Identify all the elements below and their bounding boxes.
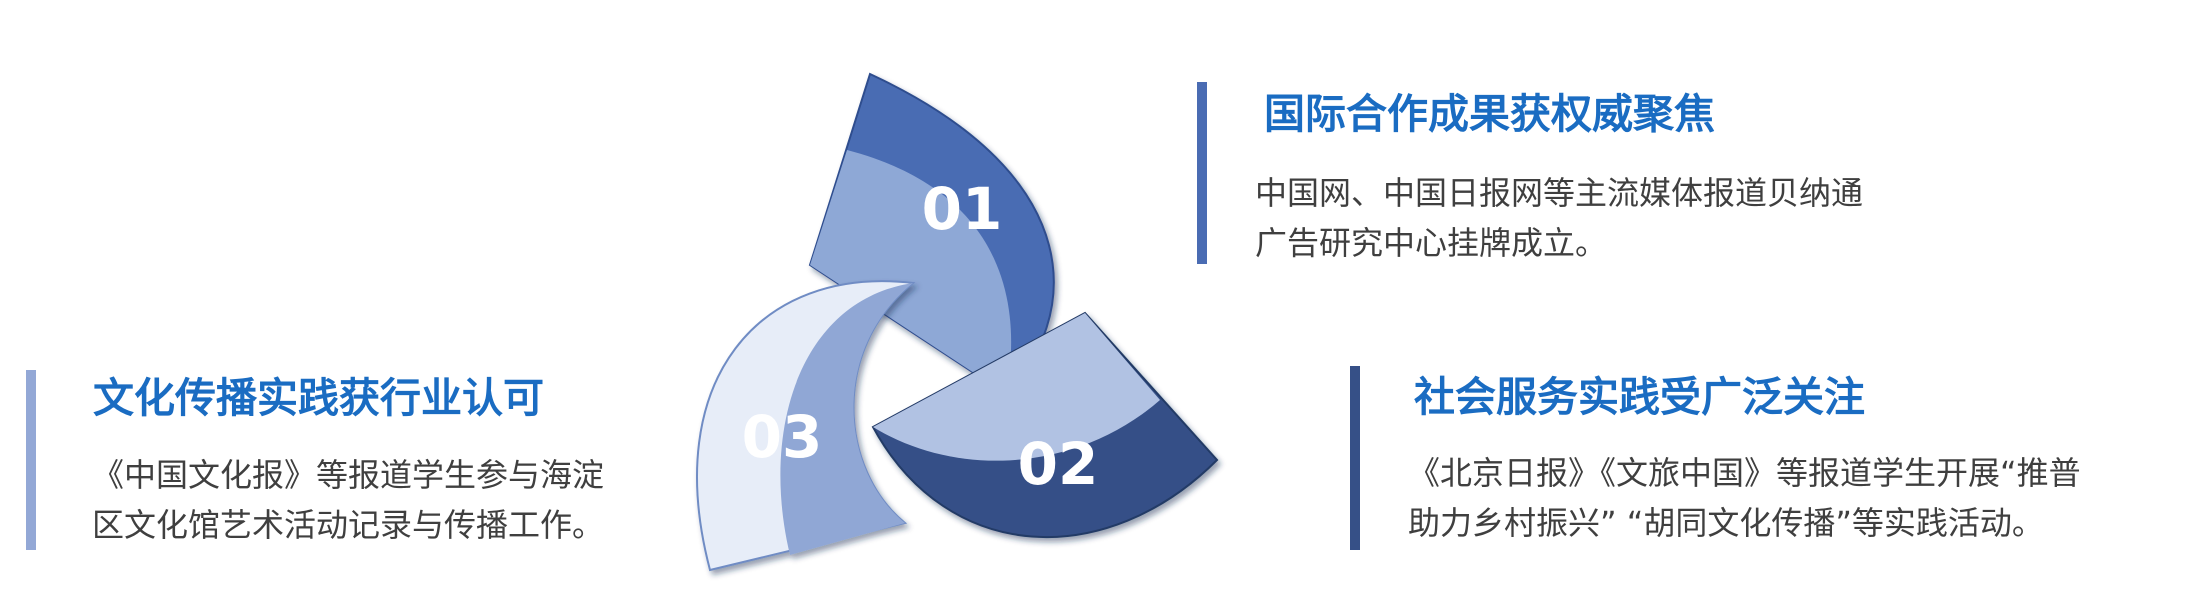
block-1-title: 国际合作成果获权威聚焦 (1264, 90, 1715, 138)
block-3-title: 文化传播实践获行业认可 (93, 374, 544, 422)
blade-3-number: 03 (742, 403, 823, 471)
block-2-text: 《北京日报》《文旅中国》等报道学生开展“推普 助力乡村振兴” “胡同文化传播”等… (1408, 448, 2081, 548)
block-3-line-2: 区文化馆艺术活动记录与传播工作。 (92, 506, 605, 544)
blade-1-number: 01 (922, 175, 1003, 243)
block-3-line-1: 《中国文化报》等报道学生参与海淀 (92, 456, 605, 494)
blade-3-inner (780, 283, 913, 555)
accent-bar-1 (1197, 82, 1207, 264)
block-1-text: 中国网、中国日报网等主流媒体报道贝纳通 广告研究中心挂牌成立。 (1255, 168, 1863, 268)
blade-2: 02 (871, 311, 1219, 539)
block-1-line-1: 中国网、中国日报网等主流媒体报道贝纳通 (1255, 174, 1864, 212)
info-block-2: 社会服务实践受广泛关注 《北京日报》《文旅中国》等报道学生开展“推普 助力乡村振… (1350, 366, 2200, 550)
block-3-text: 《中国文化报》等报道学生参与海淀 区文化馆艺术活动记录与传播工作。 (92, 450, 604, 550)
blade-1-inner (810, 150, 1012, 394)
info-block-1: 国际合作成果获权威聚焦 中国网、中国日报网等主流媒体报道贝纳通 广告研究中心挂牌… (1197, 82, 1977, 264)
blade-2-number: 02 (1018, 430, 1099, 498)
blade-1: 01 (808, 72, 1055, 396)
blade-3: 03 (696, 280, 916, 572)
blade-2-inner (873, 313, 1160, 461)
info-block-3: 文化传播实践获行业认可 《中国文化报》等报道学生参与海淀 区文化馆艺术活动记录与… (26, 370, 676, 550)
block-2-line-1: 《北京日报》《文旅中国》等报道学生开展“推普 (1408, 454, 2081, 492)
block-2-title: 社会服务实践受广泛关注 (1414, 373, 1865, 421)
block-1-line-2: 广告研究中心挂牌成立。 (1255, 224, 1608, 262)
accent-bar-3 (26, 370, 36, 550)
accent-bar-2 (1350, 366, 1360, 550)
block-2-line-2: 助力乡村振兴” “胡同文化传播”等实践活动。 (1408, 504, 2044, 542)
